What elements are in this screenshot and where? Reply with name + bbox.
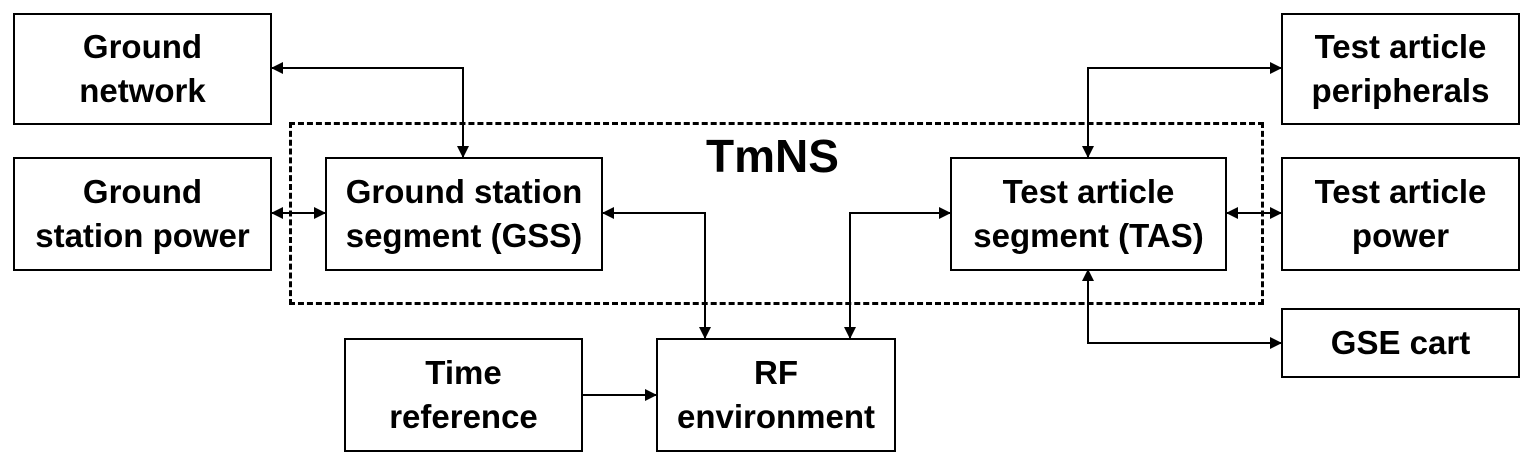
edge-tas-test-article-peripherals	[1082, 62, 1282, 158]
node-test-article-power: Test article power	[1281, 157, 1520, 271]
node-test-article-peripherals: Test article peripherals	[1281, 13, 1520, 125]
node-gse-cart-label: GSE cart	[1330, 324, 1471, 361]
edge-gss-rf-environment	[602, 207, 711, 339]
node-ground-station-power: Ground station power	[13, 157, 272, 271]
node-tas: Test article segment (TAS)	[950, 157, 1227, 271]
node-test-article-peripherals-label: Test article peripherals	[1311, 28, 1490, 109]
node-gss: Ground station segment (GSS)	[325, 157, 603, 271]
tmns-group-label: TmNS	[706, 130, 839, 182]
node-gss-label: Ground station segment (GSS)	[345, 173, 583, 254]
node-time-reference-label: Time reference	[389, 354, 538, 435]
edge-tas-gse-cart	[1082, 269, 1282, 349]
edge-ground-network-gss	[271, 62, 469, 158]
node-rf-environment-label: RF environment	[676, 354, 876, 435]
node-ground-station-power-label: Ground station power	[35, 173, 250, 254]
node-ground-network: Ground network	[13, 13, 272, 125]
node-test-article-power-label: Test article power	[1314, 173, 1487, 254]
node-gse-cart: GSE cart	[1281, 308, 1520, 378]
node-ground-network-label: Ground network	[79, 28, 206, 109]
node-rf-environment: RF environment	[656, 338, 896, 452]
node-time-reference: Time reference	[344, 338, 583, 452]
node-tas-label: Test article segment (TAS)	[973, 173, 1204, 254]
edge-rf-environment-tas	[844, 207, 951, 339]
